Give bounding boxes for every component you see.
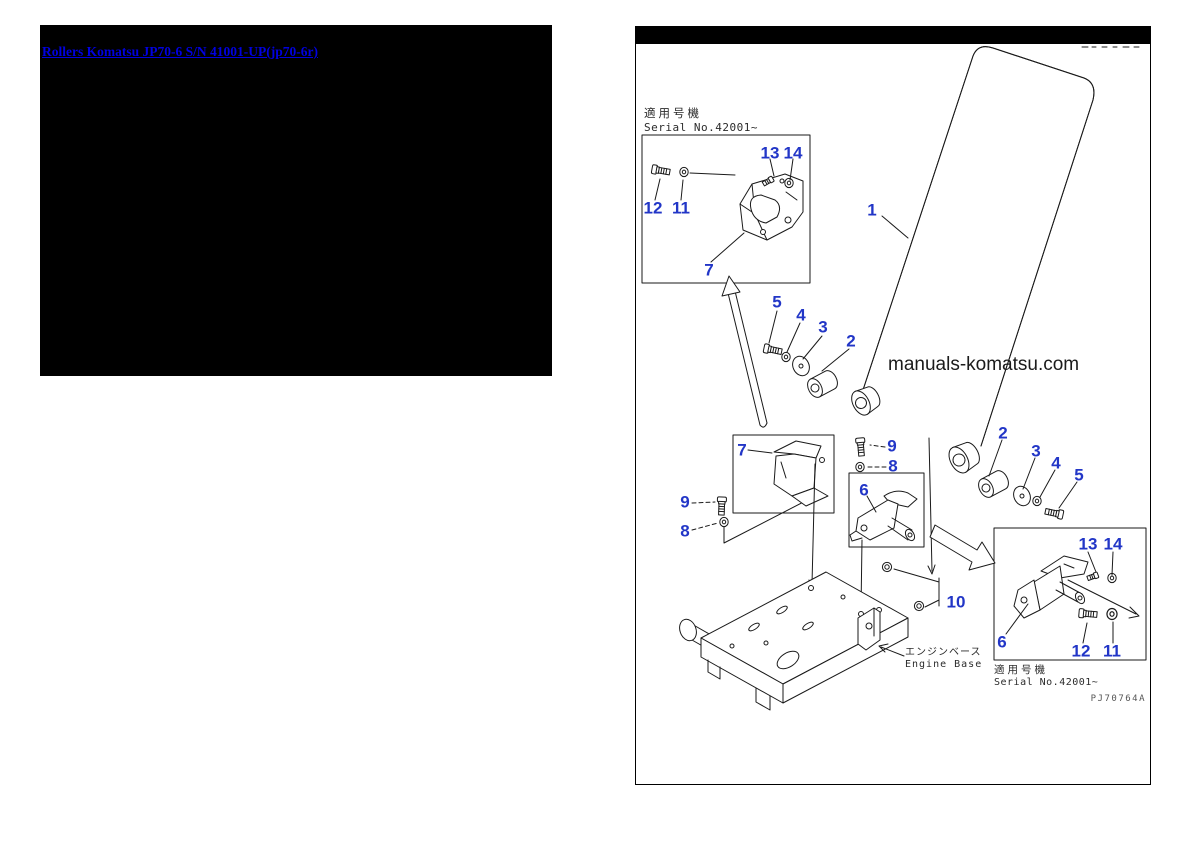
engine-base-label-jp: エンジンベース [905,647,982,658]
inset-box-bracket6 [848,472,925,548]
callout-7-mid: 7 [737,440,747,460]
leader-line-right [927,437,936,575]
engine-base-drawing [679,561,940,711]
bolt-12-icon [1078,608,1098,620]
serial-note-bottom-en: Serial No.42001~ [994,677,1099,688]
callout-8-right: 8 [888,456,898,476]
leader-10-bracket [893,568,940,608]
callout-4-right: 4 [1051,453,1061,473]
leader-1 [881,215,909,239]
model-link[interactable]: Rollers Komatsu JP70-6 S/N 41001-UP(jp70… [42,44,318,59]
serial-note-top-en: Serial No.42001~ [644,121,758,134]
redacted-scan-header [636,26,1150,44]
callout-11-top: 11 [672,198,690,218]
washer-4-icon [781,351,791,363]
bracket-part6-inset [1005,551,1140,644]
bolt-12-icon [650,164,672,178]
handle-sleeve-right [948,441,980,474]
serial-note-bottom: 適用号機 Serial No.42001~ [994,662,1098,688]
bolt-5-icon [1043,506,1065,520]
inset-box-bottom-right [993,527,1147,661]
callout-2-left: 2 [846,331,856,351]
callout-9-left: 9 [680,492,690,512]
callout-9-right: 9 [887,436,897,456]
callout-6-mid: 6 [859,480,869,500]
callout-14-inset: 14 [1103,534,1123,554]
callout-3-left: 3 [818,317,828,337]
callout-10: 10 [946,592,966,612]
bolt9-washer8-left [691,493,820,544]
nut-10-icon [913,600,925,612]
engine-base-label-en: Engine Base [905,659,983,670]
big-arrow-icon [929,524,996,571]
callout-1: 1 [867,200,877,220]
parts-diagram-image: 適用号機 Serial No.42001~ manuals-komatsu.co… [635,26,1151,785]
callout-12-top: 12 [643,198,663,218]
bolt-5-icon [762,343,784,357]
washer-4-icon [1032,495,1042,507]
callout-7-top: 7 [704,260,714,280]
inset-box-top-left [641,134,811,284]
bushing-2-icon [804,367,841,401]
callout-11-inset: 11 [1103,641,1121,661]
disc-3-icon [1010,483,1034,509]
engine-base-label: エンジンベース Engine Base [905,647,982,671]
hardware-left-group [762,310,850,401]
callout-13-top: 13 [760,143,780,163]
callout-14-top: 14 [783,143,803,163]
leaders-top-inset [654,158,794,263]
callout-3-right: 3 [1031,441,1041,461]
callout-4-left: 4 [796,305,806,325]
bracket-part7-top [739,173,804,241]
callout-2-right: 2 [998,423,1008,443]
drawing-number: PJ70764A [1090,694,1146,704]
rod-arrow-up [721,275,768,428]
callout-13-inset: 13 [1078,534,1098,554]
handle-loop-part1 [862,46,1095,447]
handle-sleeve-left [851,386,881,416]
serial-note-top: 適用号機 Serial No.42001~ [644,105,758,134]
callout-8-left: 8 [680,521,690,541]
redacted-content-block: Rollers Komatsu JP70-6 S/N 41001-UP(jp70… [40,25,552,376]
diagram-line-art [636,26,1150,711]
callout-12-inset: 12 [1071,641,1091,661]
hardware-right-group [975,439,1078,520]
washer-11-icon [679,166,689,178]
bolt9-washer8-right [855,437,887,473]
disc-3-icon [789,353,813,379]
washer-11-icon [1106,607,1118,621]
leader-11-to-bracket [689,172,736,176]
bushing-2-icon [975,467,1012,501]
screw-13-icon [1086,571,1100,582]
bracket-part6-mid [849,490,918,615]
washer-14-icon [784,177,794,189]
callout-5-left: 5 [772,292,782,312]
serial-note-top-jp: 適用号機 [644,106,702,120]
serial-note-bottom-jp: 適用号機 [994,664,1048,676]
bracket-part7-mid [747,440,829,589]
callout-6-inset: 6 [997,632,1007,652]
callout-5-right: 5 [1074,465,1084,485]
watermark-text: manuals-komatsu.com [888,354,1080,375]
engine-base-arrow [878,643,905,657]
inset-box-bracket7 [732,434,835,514]
nut-10-icon [881,561,893,573]
